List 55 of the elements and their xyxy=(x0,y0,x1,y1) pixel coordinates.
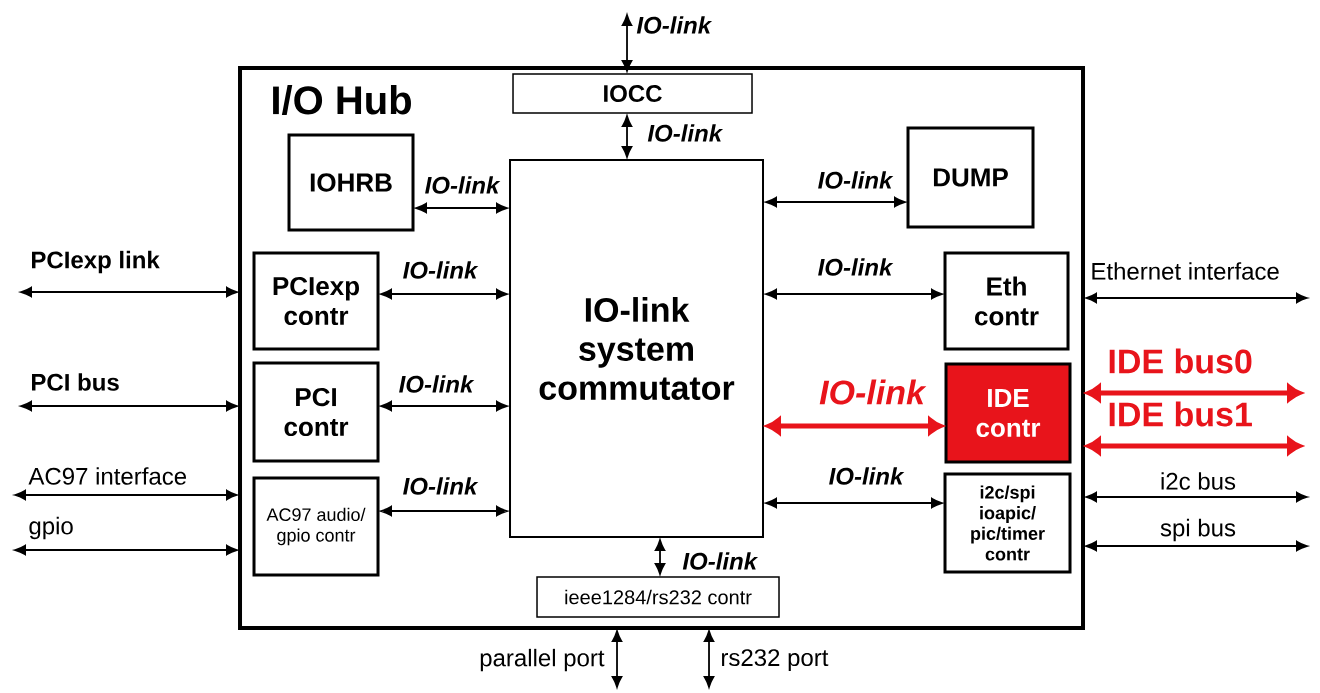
edge-label: IO-link xyxy=(818,171,894,189)
arrow xyxy=(380,400,508,412)
edge-label: IO-link xyxy=(403,261,479,279)
component-box: DUMP xyxy=(906,126,1035,229)
arrow xyxy=(1085,540,1308,552)
arrow xyxy=(621,14,633,72)
arrow xyxy=(14,489,238,501)
edge-label: AC97 interface xyxy=(28,467,187,485)
edge-label: PCI bus xyxy=(32,373,119,391)
controller-box: IDE contr xyxy=(944,362,1072,464)
controller-box: AC97 audio/ gpio contr xyxy=(252,476,380,577)
edge-label: gpio xyxy=(29,516,73,540)
edge-label: IO-link xyxy=(818,258,894,276)
edge-label: IO-link xyxy=(647,124,724,142)
edge-label: IO-link xyxy=(636,16,713,34)
arrow xyxy=(1086,437,1303,455)
arrow xyxy=(380,505,508,517)
arrow xyxy=(1086,384,1303,402)
component-box: IOCC xyxy=(512,73,753,114)
arrow xyxy=(765,196,906,208)
arrow xyxy=(380,288,508,300)
arrow xyxy=(14,544,238,556)
arrow xyxy=(765,497,943,509)
edge-label: PCIexp link xyxy=(32,250,160,274)
arrow xyxy=(654,539,666,575)
arrow xyxy=(703,630,715,688)
edge-label: IO-link xyxy=(829,467,905,485)
edge-label: spi bus xyxy=(1160,518,1236,542)
arrow xyxy=(415,202,508,214)
arrow xyxy=(20,400,238,412)
edge-label: parallel port xyxy=(480,648,605,672)
edge-label: IO-link xyxy=(425,176,501,194)
edge-label: IO-link xyxy=(682,552,759,570)
edge-label: IDE bus0 xyxy=(1109,348,1252,374)
edge-label: Ethernet interface xyxy=(1092,262,1279,280)
controller-box: ieee1284/rs232 contr xyxy=(536,576,780,618)
controller-box: PCIexp contr xyxy=(252,251,380,351)
edge-label: IO-link xyxy=(819,379,927,405)
edge-label: IO-link xyxy=(399,375,475,393)
controller-box: i2c/spi ioapic/ pic/timer contr xyxy=(943,472,1072,574)
edge-label: IO-link xyxy=(403,477,479,495)
commutator-box: IO-link system commutator xyxy=(509,159,764,538)
arrow xyxy=(765,288,943,300)
edge-label: rs232 port xyxy=(722,649,829,671)
arrow xyxy=(766,417,944,435)
arrow xyxy=(621,115,633,158)
arrow xyxy=(1085,491,1308,503)
edge-label: IDE bus1 xyxy=(1109,401,1252,427)
arrow xyxy=(611,630,623,688)
arrow xyxy=(1085,292,1308,304)
component-box: IOHRB xyxy=(287,133,415,232)
arrow xyxy=(20,286,238,298)
controller-box: PCI contr xyxy=(252,361,380,463)
edge-label: i2c bus xyxy=(1161,472,1236,490)
controller-box: Eth contr xyxy=(943,251,1070,351)
